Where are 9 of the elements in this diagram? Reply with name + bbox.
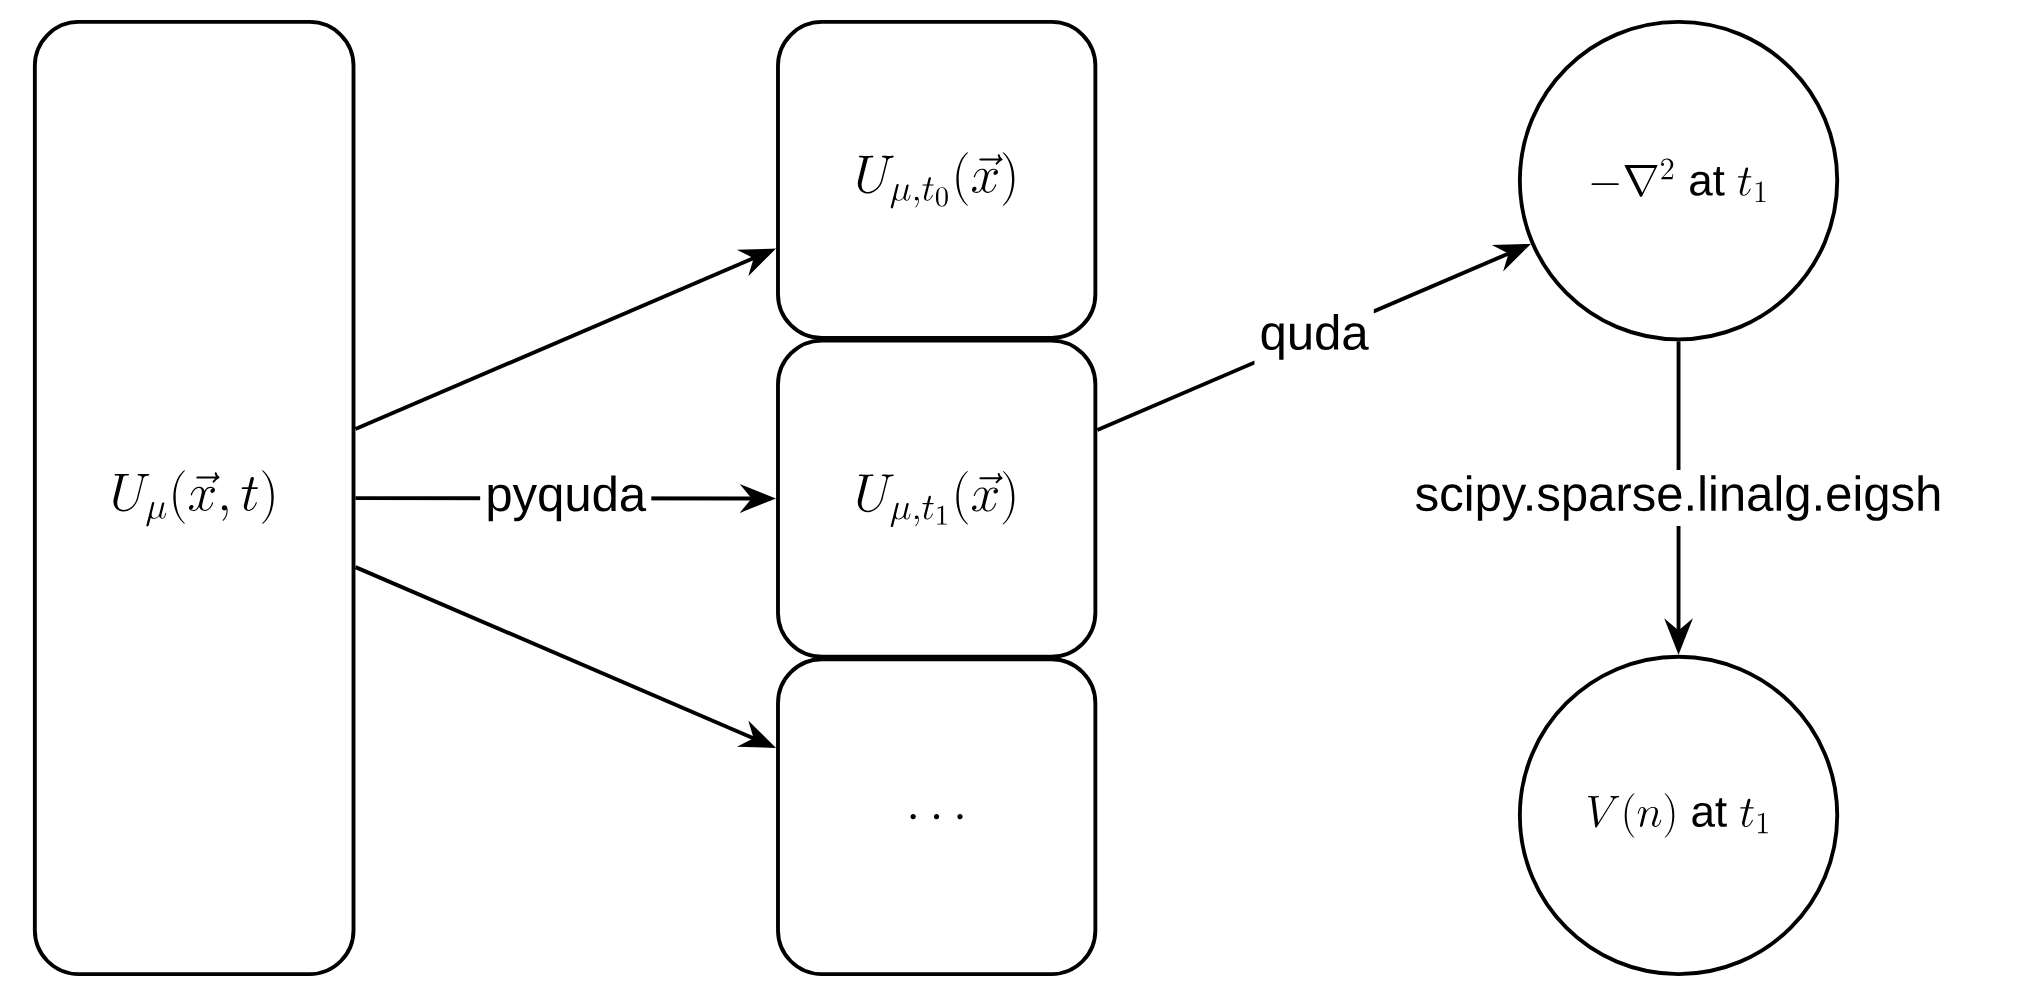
circle-node: $V(n) \text{ at } t_1$	[1517, 655, 1840, 977]
edge-label: quda	[1254, 309, 1374, 366]
process-box: $\ldots$	[776, 657, 1098, 977]
circle-node: $-\nabla^2 \text{ at } t_1$	[1517, 20, 1840, 342]
process-box: $U_\mu(\vec{x}, t)$	[32, 20, 356, 977]
process-box: $U_{\mu,t_1}(\vec{x})$	[776, 338, 1098, 659]
process-box: $U_{\mu,t_0}(\vec{x})$	[776, 20, 1098, 341]
edge-label: pyquda	[480, 470, 652, 527]
edge-label: scipy.sparse.linalg.eigsh	[1409, 470, 1948, 527]
